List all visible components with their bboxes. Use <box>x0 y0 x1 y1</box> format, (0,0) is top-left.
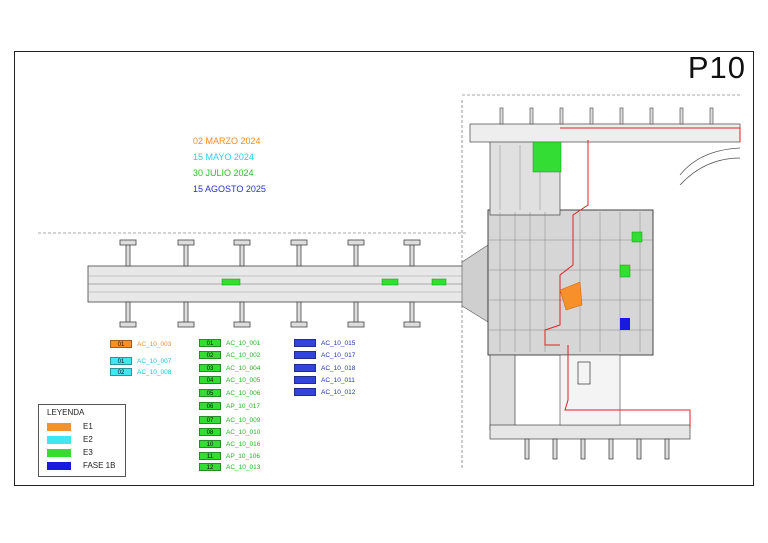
zone-swatch <box>294 339 316 347</box>
boarding-bridges-bottom <box>119 301 421 328</box>
zone-swatch: 03 <box>199 364 221 372</box>
legend-label: FASE 1B <box>83 461 116 470</box>
terminal-building <box>469 123 741 440</box>
list-item: AC_10_015 <box>294 339 355 347</box>
zone-code: AC_10_011 <box>321 376 355 384</box>
list-item: 01 AC_10_001 <box>199 339 260 347</box>
zone-code: AC_10_002 <box>226 351 261 359</box>
zone-code: AC_10_013 <box>226 463 261 471</box>
legend-label: E2 <box>83 435 93 444</box>
list-item: 01 AC_10_003 <box>110 340 171 348</box>
legend-item-fase-1b: FASE 1B <box>47 461 115 470</box>
list-item: 06 AP_10_017 <box>199 402 260 410</box>
red-route <box>544 127 741 428</box>
zone-swatch: 01 <box>199 339 221 347</box>
zone-swatch: 10 <box>199 440 221 448</box>
zone-code: AP_10_106 <box>226 452 260 460</box>
legend-label: E3 <box>83 448 93 457</box>
zone-swatch <box>294 364 316 372</box>
zone-swatch: 02 <box>199 351 221 359</box>
boarding-bridges-south <box>524 438 670 460</box>
zone-code: AC_10_004 <box>226 364 261 372</box>
zone-swatch <box>294 376 316 384</box>
legend-label: E1 <box>83 422 93 431</box>
boarding-bridges-top <box>119 239 421 267</box>
zone-e1 <box>559 281 583 311</box>
zone-code: AC_10_018 <box>321 364 356 372</box>
list-item: AC_10_018 <box>294 364 355 372</box>
zone-code: AC_10_007 <box>137 357 172 365</box>
zone-code: AC_10_005 <box>226 376 261 384</box>
legend: LEYENDA E1 E2 E3 FASE 1B <box>38 404 126 477</box>
list-item: 12 AC_10_013 <box>199 463 260 471</box>
zone-swatch: 07 <box>199 416 221 424</box>
list-item: 05 AC_10_006 <box>199 389 260 397</box>
legend-title: LEYENDA <box>47 408 85 417</box>
zone-swatch: 01 <box>110 357 132 365</box>
legend-swatch <box>47 422 71 431</box>
zone-fase1b <box>620 318 630 330</box>
zone-code: AC_10_010 <box>226 428 261 436</box>
legend-item-e2: E2 <box>47 435 93 444</box>
list-item: 02 AC_10_002 <box>199 351 260 359</box>
zone-code: AC_10_009 <box>226 416 261 424</box>
zone-swatch: 11 <box>199 452 221 460</box>
legend-item-e3: E3 <box>47 448 93 457</box>
date-phase-3: 30 JULIO 2024 <box>193 168 254 178</box>
road-curve <box>679 147 741 176</box>
list-item: 02 AC_10_008 <box>110 368 171 376</box>
zone-code: AC_10_001 <box>226 339 261 347</box>
legend-swatch <box>47 461 71 470</box>
legend-item-e1: E1 <box>47 422 93 431</box>
zone-swatch: 08 <box>199 428 221 436</box>
zones-e3 <box>221 141 643 286</box>
date-phase-2: 15 MAYO 2024 <box>193 152 254 162</box>
zone-code: AC_10_003 <box>137 340 172 348</box>
zone-code: AC_10_016 <box>226 440 261 448</box>
boarding-bridges-north <box>499 107 714 125</box>
zone-swatch: 02 <box>110 368 132 376</box>
zone-swatch <box>294 351 316 359</box>
zone-swatch: 01 <box>110 340 132 348</box>
list-item: 07 AC_10_009 <box>199 416 260 424</box>
sheet-title: P10 <box>687 50 746 85</box>
list-item: AC_10_012 <box>294 388 355 396</box>
zone-swatch: 05 <box>199 389 221 397</box>
left-pier <box>87 265 469 303</box>
zone-code: AC_10_017 <box>321 351 356 359</box>
list-item: 11 AP_10_106 <box>199 452 260 460</box>
list-item: AC_10_017 <box>294 351 355 359</box>
legend-swatch <box>47 448 71 457</box>
zone-swatch <box>294 388 316 396</box>
zone-swatch: 04 <box>199 376 221 384</box>
date-phase-4: 15 AGOSTO 2025 <box>193 184 266 194</box>
zone-code: AC_10_006 <box>226 389 261 397</box>
zone-swatch: 12 <box>199 463 221 471</box>
zone-code: AC_10_008 <box>137 368 172 376</box>
list-item: 04 AC_10_005 <box>199 376 260 384</box>
zone-code: AC_10_012 <box>321 388 356 396</box>
list-item: 10 AC_10_016 <box>199 440 260 448</box>
list-item: 08 AC_10_010 <box>199 428 260 436</box>
connector <box>461 244 489 323</box>
zone-code: AP_10_017 <box>226 402 260 410</box>
legend-swatch <box>47 435 71 444</box>
list-item: 03 AC_10_004 <box>199 364 260 372</box>
zone-swatch: 06 <box>199 402 221 410</box>
zone-code: AC_10_015 <box>321 339 356 347</box>
list-item: AC_10_011 <box>294 376 355 384</box>
date-phase-1: 02 MARZO 2024 <box>193 136 261 146</box>
list-item: 01 AC_10_007 <box>110 357 171 365</box>
